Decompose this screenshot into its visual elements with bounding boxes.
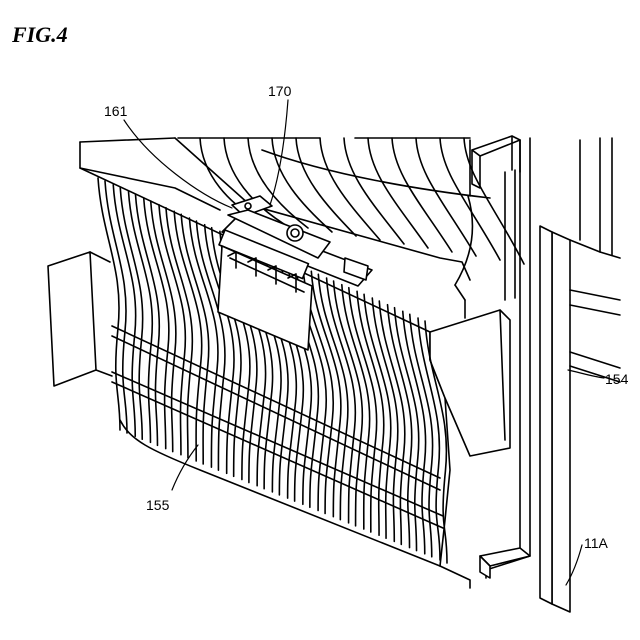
label-154: 154 — [605, 371, 629, 387]
label-11a: 11A — [584, 535, 609, 551]
label-155: 155 — [146, 497, 170, 513]
label-170: 170 — [268, 83, 292, 99]
label-161: 161 — [104, 103, 128, 119]
rear-post — [470, 136, 520, 300]
guide-fin-line — [272, 138, 332, 232]
front-panel — [48, 138, 510, 588]
